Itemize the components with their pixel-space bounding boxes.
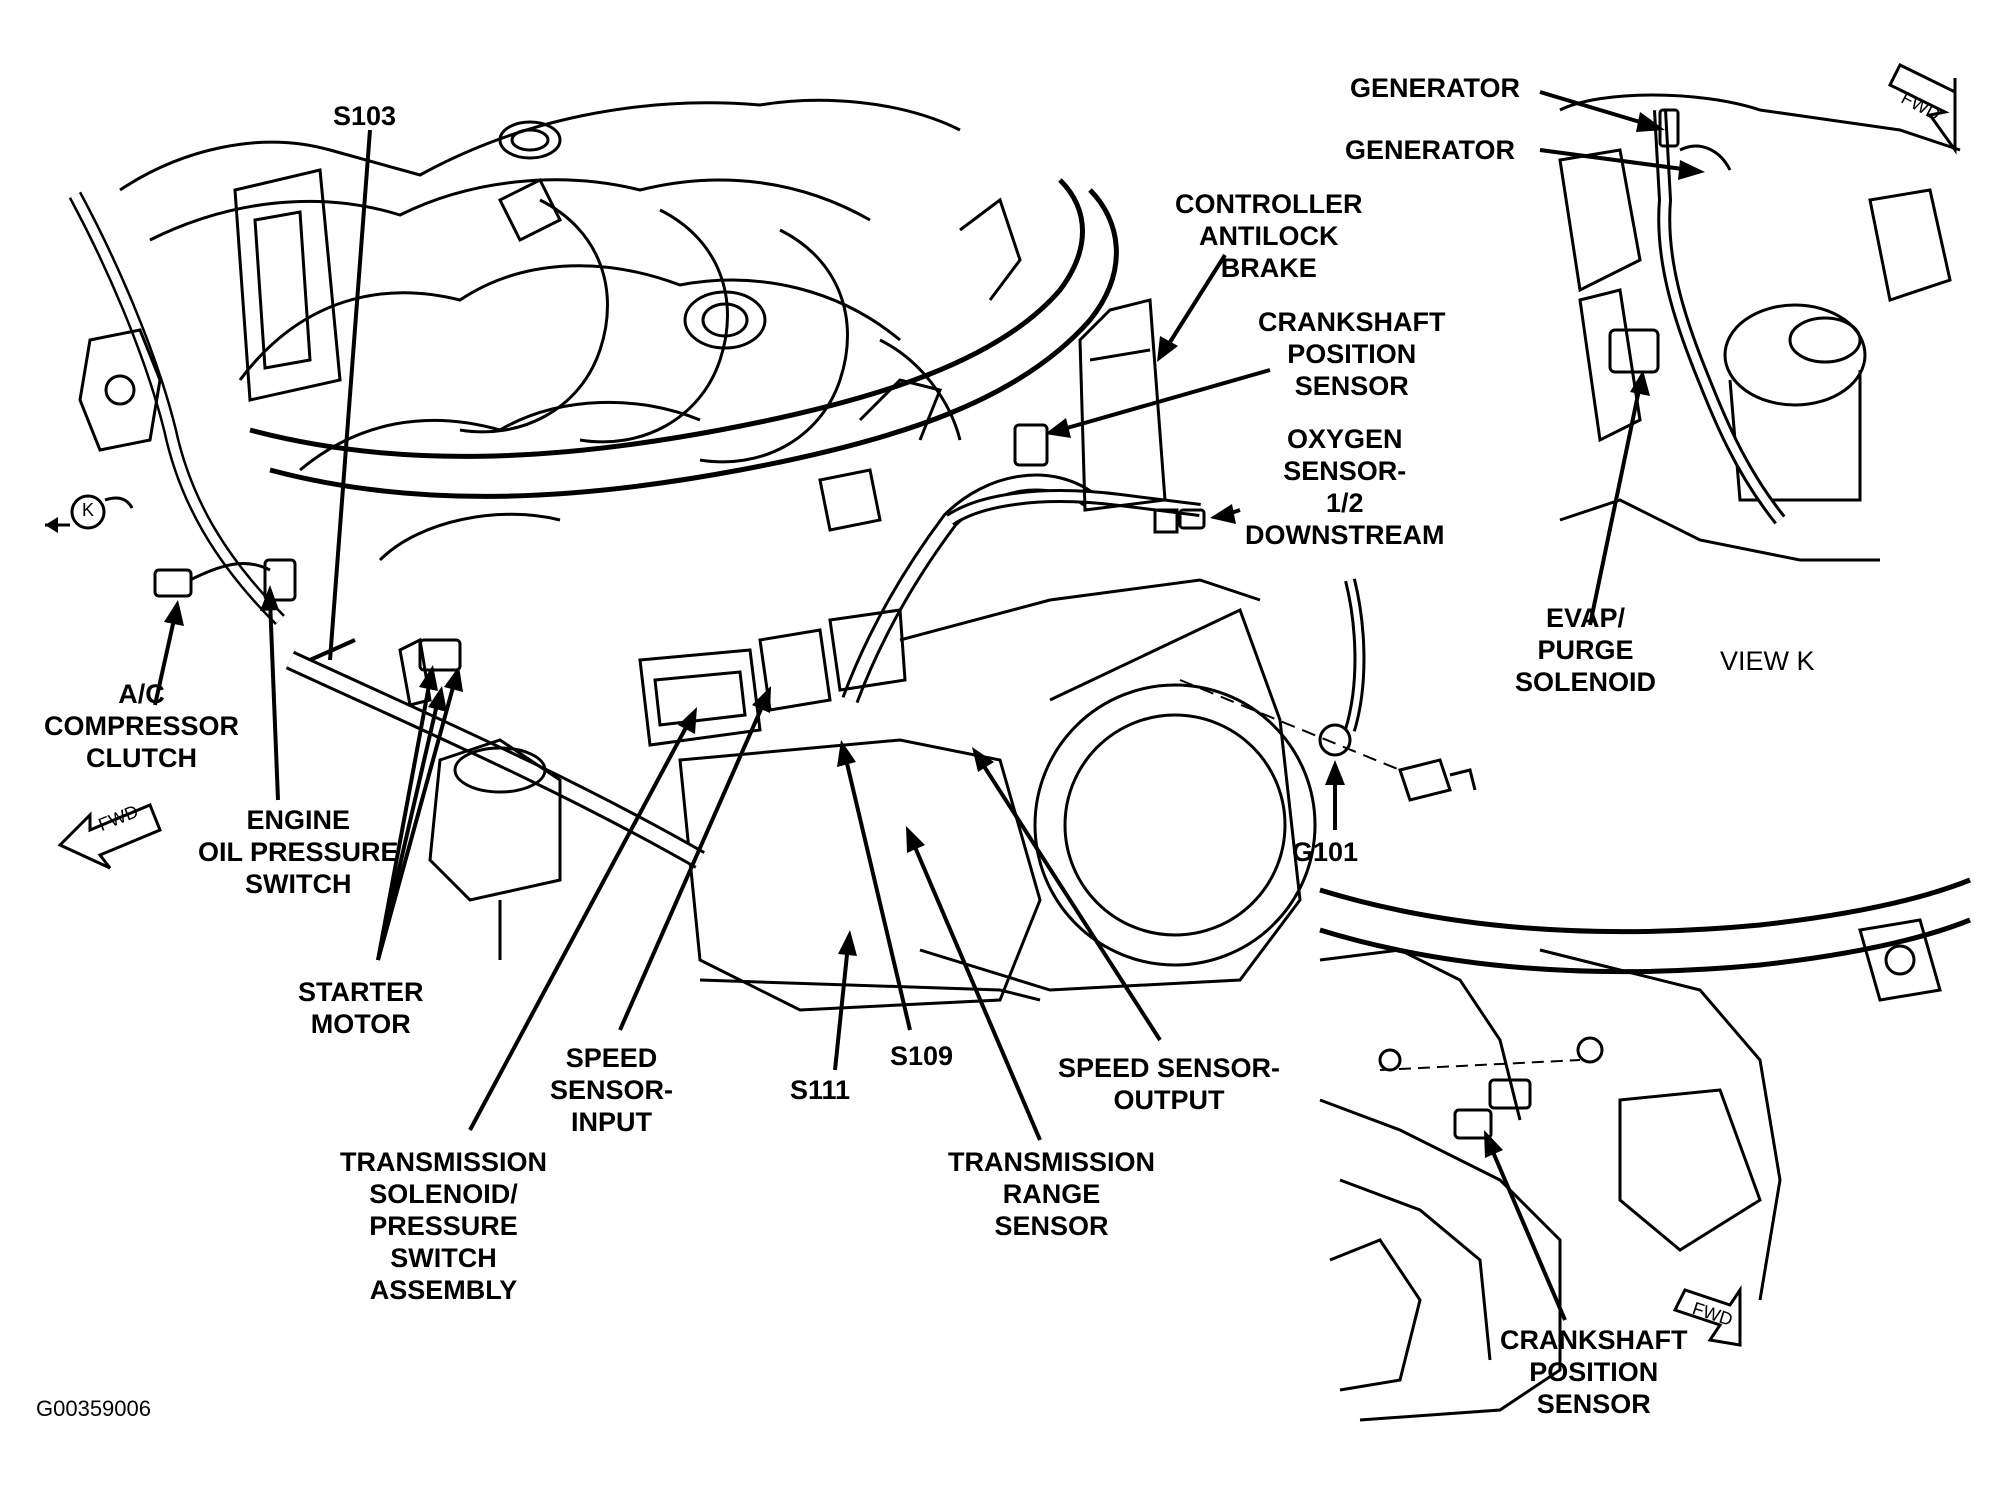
view-k-marker — [45, 494, 134, 533]
engine-block-drawing — [68, 98, 1477, 1012]
leader-lines — [153, 90, 1705, 1321]
label-ac-compressor-clutch: A/C COMPRESSOR CLUTCH — [44, 679, 240, 773]
label-oxygen-sensor: OXYGEN SENSOR- 1/2 DOWNSTREAM — [1245, 424, 1445, 550]
label-controller-antilock-brake: CONTROLLER ANTILOCK BRAKE — [1175, 189, 1363, 283]
label-crankshaft-position-sensor-bottom: CRANKSHAFT POSITION SENSOR — [1500, 1325, 1688, 1419]
fwd-arrow-left — [57, 803, 162, 870]
figure-id: G00359006 — [36, 1396, 151, 1421]
label-speed-sensor-output: SPEED SENSOR- OUTPUT — [1058, 1053, 1281, 1115]
label-s103: S103 — [333, 101, 397, 131]
label-s109: S109 — [890, 1041, 954, 1071]
label-evap-purge-solenoid: EVAP/ PURGE SOLENOID — [1515, 603, 1657, 697]
label-s111: S111 — [790, 1075, 851, 1105]
label-engine-oil-pressure-switch: ENGINE OIL PRESSURE SWITCH — [198, 805, 399, 899]
label-transmission-range-sensor: TRANSMISSION RANGE SENSOR — [948, 1147, 1156, 1241]
label-speed-sensor-input: SPEED SENSOR- INPUT — [550, 1043, 674, 1137]
label-generator-1: GENERATOR — [1350, 73, 1521, 103]
crankshaft-inset-drawing — [1319, 877, 1971, 1422]
fwd-arrow-bottom-right — [1672, 1285, 1742, 1347]
label-starter-motor: STARTER MOTOR — [298, 977, 424, 1039]
view-k-marker-letter: K — [82, 500, 95, 520]
fwd-arrow-top-right — [1887, 62, 1957, 155]
label-view-k: VIEW K — [1720, 646, 1815, 676]
label-generator-2: GENERATOR — [1345, 135, 1516, 165]
label-g101: G101 — [1292, 837, 1359, 867]
label-transmission-solenoid: TRANSMISSION SOLENOID/ PRESSURE SWITCH A… — [340, 1147, 548, 1305]
label-crankshaft-position-sensor-top: CRANKSHAFT POSITION SENSOR — [1258, 307, 1446, 401]
